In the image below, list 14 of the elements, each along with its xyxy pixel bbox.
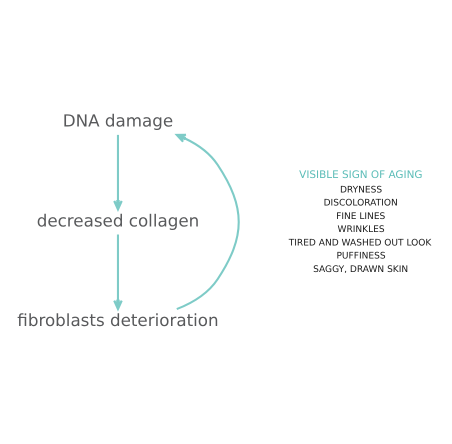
label: WRINKLES: [338, 225, 385, 236]
label: FINE LINES: [336, 212, 386, 222]
node-text: fibroblasts deterioration: [17, 310, 219, 330]
arrow: [113, 234, 123, 310]
label: TIRED AND WASHED OUT LOOK: [288, 238, 432, 248]
arrow: [176, 134, 240, 310]
label: SAGGY, DRAWN SKIN: [313, 264, 408, 275]
label: VISIBLE SIGN OF AGING: [299, 169, 422, 182]
arrow: [113, 134, 123, 210]
label: DISCOLORATION: [324, 198, 398, 209]
node-text: DNA damage: [62, 110, 174, 131]
label: DRYNESS: [340, 185, 382, 196]
label: PUFFINESS: [336, 252, 386, 262]
node-text: decreased collagen: [36, 210, 200, 230]
